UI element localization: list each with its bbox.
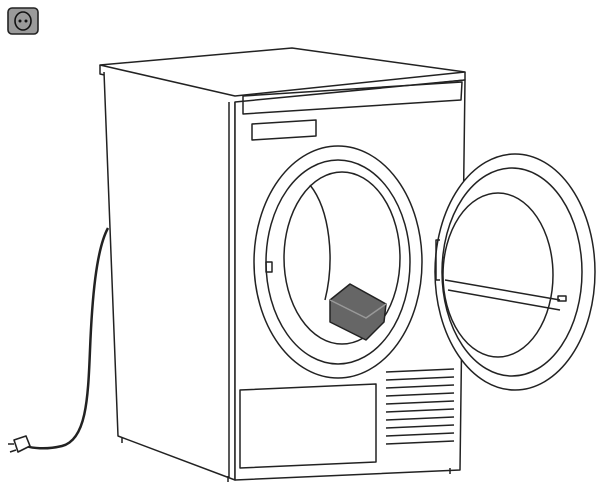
plug-icon: [13, 435, 31, 453]
filter[interactable]: [329, 283, 387, 341]
open-door[interactable]: [434, 153, 596, 391]
control-panel: [242, 81, 463, 115]
dryer-body: [99, 47, 466, 482]
drum-opening: [253, 145, 423, 379]
vent-grille: [385, 368, 455, 445]
display: [251, 119, 317, 141]
power-socket-icon: [7, 7, 39, 35]
power-cord: [8, 227, 110, 453]
bottom-panel: [239, 383, 377, 469]
